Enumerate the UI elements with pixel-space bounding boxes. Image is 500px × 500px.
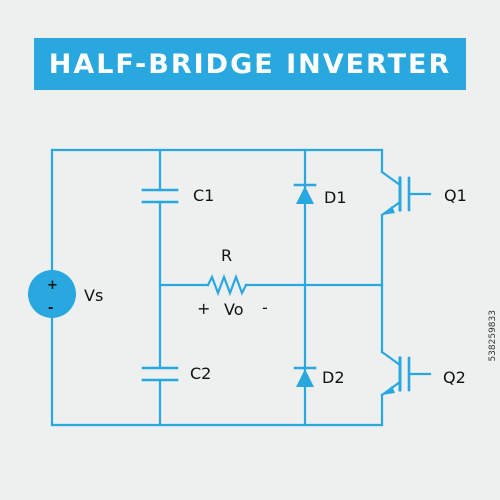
q1-label: Q1 xyxy=(444,186,467,205)
vo-label: Vo xyxy=(224,300,244,319)
vo-minus-label: - xyxy=(262,298,268,317)
source-plus-sign: + xyxy=(47,278,58,293)
watermark-id: 538259833 xyxy=(488,310,498,362)
c2-label: C2 xyxy=(190,364,211,383)
r-label: R xyxy=(221,246,232,265)
title-banner: HALF-BRIDGE INVERTER xyxy=(34,38,466,90)
q2-label: Q2 xyxy=(443,368,466,387)
c1-label: C1 xyxy=(193,186,214,205)
page-title: HALF-BRIDGE INVERTER xyxy=(48,48,452,80)
vs-label: Vs xyxy=(84,286,103,305)
d1-triangle xyxy=(296,186,314,204)
d2-triangle xyxy=(296,369,314,387)
source-minus-sign: - xyxy=(48,301,53,316)
q2-collector xyxy=(380,350,402,367)
q1-emitter-arrow xyxy=(382,206,395,215)
d2-label: D2 xyxy=(322,368,345,387)
resistor xyxy=(206,273,248,297)
vo-plus-label: + xyxy=(197,299,210,318)
q2-emitter-arrow xyxy=(382,386,395,395)
d1-label: D1 xyxy=(324,188,347,207)
voltage-source xyxy=(28,270,76,318)
q1-collector xyxy=(380,170,402,187)
